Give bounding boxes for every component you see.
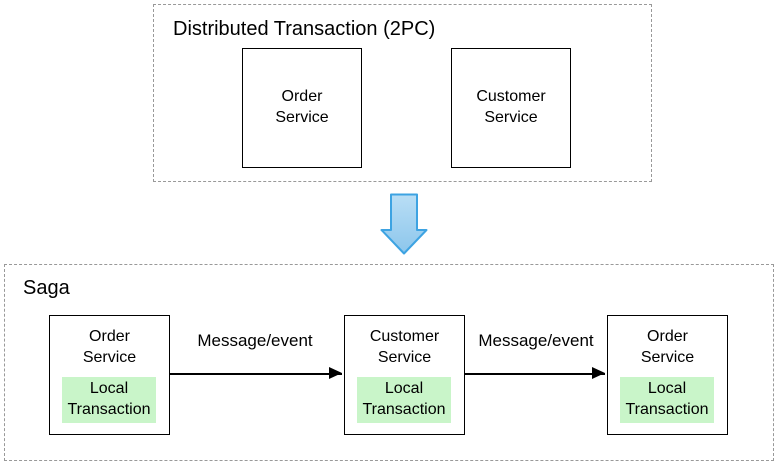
2pc-order-service-box: Order Service <box>242 48 362 168</box>
message-event-arrow-1 <box>170 367 342 379</box>
saga-order-service-box-2: Order Service Local Transaction <box>607 315 728 435</box>
saga-group-title: Saga <box>23 277 70 299</box>
local-transaction-label-1: Local Transaction <box>67 380 151 418</box>
message-event-arrow-2 <box>465 367 605 379</box>
local-transaction-label-3: Local Transaction <box>625 380 709 418</box>
2pc-group: Distributed Transaction (2PC) Order Serv… <box>153 4 652 182</box>
local-transaction-box-1: Local Transaction <box>62 377 156 423</box>
saga-customer-service-box: Customer Service Local Transaction <box>344 315 465 435</box>
2pc-customer-service-box: Customer Service <box>451 48 571 168</box>
arrowhead-icon-2 <box>592 367 605 379</box>
2pc-group-title: Distributed Transaction (2PC) <box>173 18 436 40</box>
message-event-label-1: Message/event <box>197 331 313 350</box>
local-transaction-box-2: Local Transaction <box>357 377 451 423</box>
2pc-customer-service-label: Customer Service <box>476 88 546 126</box>
saga-order-service-box-1: Order Service Local Transaction <box>49 315 170 435</box>
2pc-order-service-label: Order Service <box>275 88 329 126</box>
saga-customer-service-label: Customer Service <box>369 328 440 366</box>
saga-order-service-label-1: Order Service <box>82 328 137 366</box>
down-arrow-icon <box>380 193 428 255</box>
local-transaction-box-3: Local Transaction <box>620 377 714 423</box>
message-event-label-2: Message/event <box>478 331 594 350</box>
saga-order-service-label-2: Order Service <box>640 328 695 366</box>
arrowhead-icon-1 <box>329 367 342 379</box>
local-transaction-label-2: Local Transaction <box>362 380 446 418</box>
saga-group: Saga Order Service Local Transaction Mes… <box>4 264 774 461</box>
